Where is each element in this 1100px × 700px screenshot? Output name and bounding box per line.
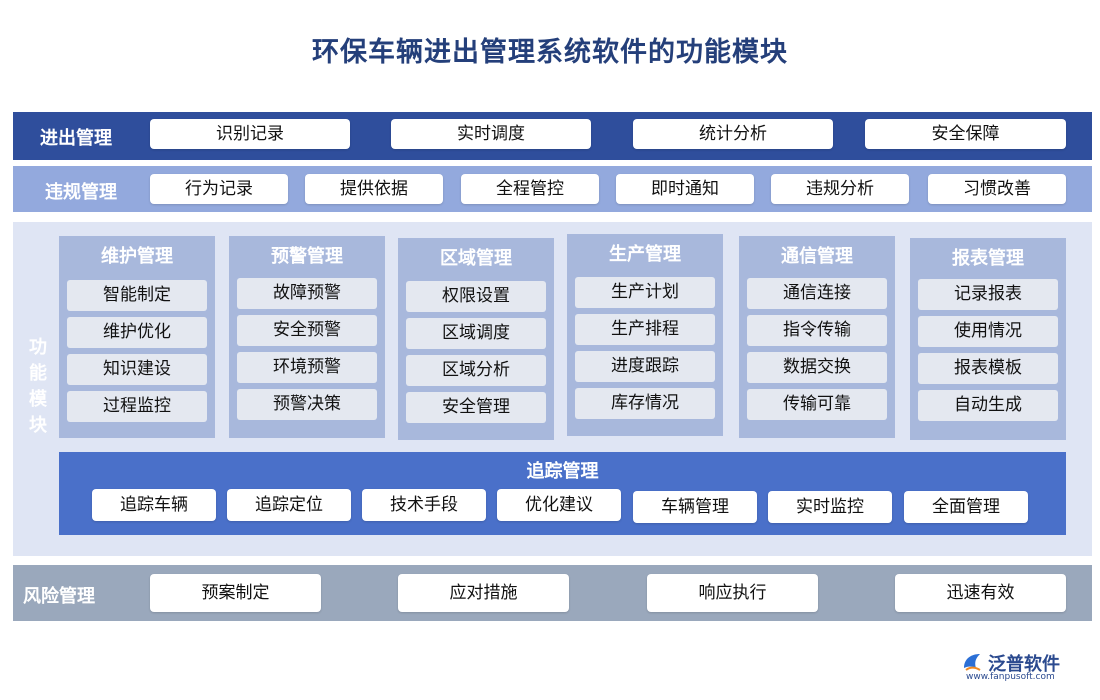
module-item: 安全预警 — [237, 315, 377, 346]
tracking-item: 追踪定位 — [227, 489, 351, 521]
risk-label: 风险管理 — [23, 586, 95, 607]
module-item: 权限设置 — [406, 281, 546, 312]
module-item: 区域分析 — [406, 355, 546, 386]
violation-item-control: 全程管控 — [461, 174, 599, 204]
module-item: 生产排程 — [575, 314, 715, 345]
module-item: 区域调度 — [406, 318, 546, 349]
module-item: 过程监控 — [67, 391, 207, 422]
module-item: 指令传输 — [747, 315, 887, 346]
module-title-maintenance: 维护管理 — [101, 246, 173, 267]
tracking-item: 车辆管理 — [633, 491, 757, 523]
page-title: 环保车辆进出管理系统软件的功能模块 — [312, 37, 788, 68]
violation-item-evidence: 提供依据 — [305, 174, 443, 204]
brand-logo-name: 泛普软件 — [988, 654, 1060, 675]
tracking-item: 追踪车辆 — [92, 489, 216, 521]
in-out-band: 进出管理 识别记录 实时调度 统计分析 安全保障 — [13, 112, 1092, 160]
module-column-production: 生产管理 生产计划 生产排程 进度跟踪 库存情况 — [567, 234, 723, 436]
tracking-item: 优化建议 — [497, 489, 621, 521]
in-out-item-dispatch: 实时调度 — [391, 119, 591, 149]
brand-logo-url: www.fanpusoft.com — [966, 672, 1055, 682]
risk-band: 风险管理 预案制定 应对措施 响应执行 迅速有效 — [13, 565, 1092, 621]
module-item: 知识建设 — [67, 354, 207, 385]
module-item: 智能制定 — [67, 280, 207, 311]
violation-item-behavior: 行为记录 — [150, 174, 288, 204]
violation-item-notify: 即时通知 — [616, 174, 754, 204]
module-item: 进度跟踪 — [575, 351, 715, 382]
module-item: 安全管理 — [406, 392, 546, 423]
in-out-label: 进出管理 — [40, 128, 112, 149]
tracking-title: 追踪管理 — [526, 461, 599, 482]
in-out-item-security: 安全保障 — [865, 119, 1066, 149]
risk-item-execution: 响应执行 — [647, 574, 818, 612]
in-out-item-statistics: 统计分析 — [633, 119, 833, 149]
tracking-item: 全面管理 — [904, 491, 1028, 523]
module-title-area: 区域管理 — [440, 248, 512, 269]
violation-item-analysis: 违规分析 — [771, 174, 909, 204]
module-item: 生产计划 — [575, 277, 715, 308]
module-column-maintenance: 维护管理 智能制定 维护优化 知识建设 过程监控 — [59, 236, 215, 438]
module-item: 使用情况 — [918, 316, 1058, 347]
tracking-item: 实时监控 — [768, 491, 892, 523]
violation-band: 违规管理 行为记录 提供依据 全程管控 即时通知 违规分析 习惯改善 — [13, 166, 1092, 212]
violation-label: 违规管理 — [45, 182, 117, 203]
brand-logo: 泛普软件 www.fanpusoft.com — [958, 650, 1088, 686]
module-title-reports: 报表管理 — [952, 248, 1024, 269]
module-column-communication: 通信管理 通信连接 指令传输 数据交换 传输可靠 — [739, 236, 895, 438]
risk-item-effective: 迅速有效 — [895, 574, 1066, 612]
module-item: 预警决策 — [237, 389, 377, 420]
module-item: 通信连接 — [747, 278, 887, 309]
module-item: 库存情况 — [575, 388, 715, 419]
function-modules-label: 功能模块 — [26, 335, 50, 439]
module-item: 故障预警 — [237, 278, 377, 309]
violation-item-habit: 习惯改善 — [928, 174, 1066, 204]
module-column-reports: 报表管理 记录报表 使用情况 报表模板 自动生成 — [910, 238, 1066, 440]
function-modules-label-text: 功能模块 — [29, 337, 47, 436]
brand-logo-icon — [964, 654, 981, 671]
module-title-production: 生产管理 — [609, 244, 681, 265]
module-item: 记录报表 — [918, 279, 1058, 310]
risk-item-plan: 预案制定 — [150, 574, 321, 612]
in-out-item-recognition: 识别记录 — [150, 119, 350, 149]
module-item: 报表模板 — [918, 353, 1058, 384]
module-item: 传输可靠 — [747, 389, 887, 420]
module-title-communication: 通信管理 — [781, 246, 853, 267]
module-column-warning: 预警管理 故障预警 安全预警 环境预警 预警决策 — [229, 236, 385, 438]
tracking-item: 技术手段 — [362, 489, 486, 521]
module-item: 维护优化 — [67, 317, 207, 348]
module-item: 数据交换 — [747, 352, 887, 383]
module-item: 自动生成 — [918, 390, 1058, 421]
module-column-area: 区域管理 权限设置 区域调度 区域分析 安全管理 — [398, 238, 554, 440]
module-item: 环境预警 — [237, 352, 377, 383]
module-title-warning: 预警管理 — [271, 246, 343, 267]
risk-item-measures: 应对措施 — [398, 574, 569, 612]
tracking-block: 追踪管理 追踪车辆 追踪定位 技术手段 优化建议 车辆管理 实时监控 全面管理 — [59, 452, 1066, 535]
